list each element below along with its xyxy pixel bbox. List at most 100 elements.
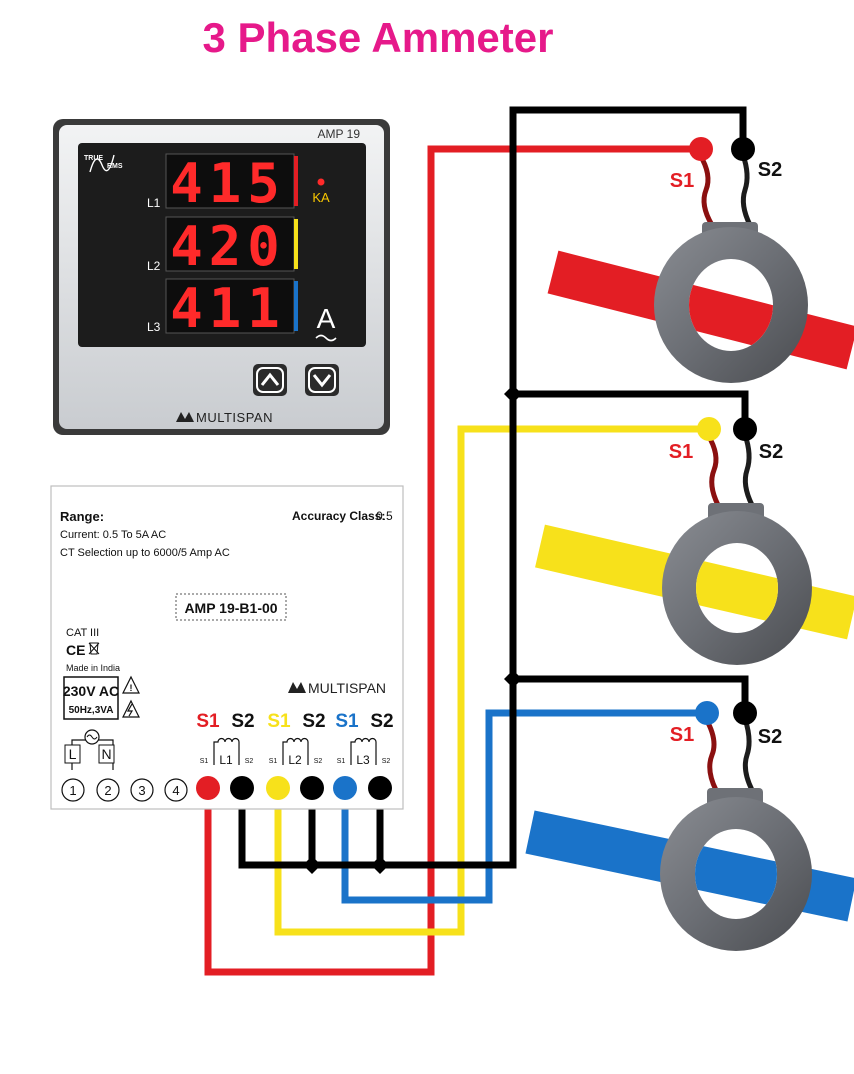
s2-label-l1: S2: [231, 711, 254, 732]
accuracy-value: 0.5: [376, 509, 393, 523]
svg-text:L3: L3: [147, 320, 161, 334]
down-button[interactable]: [305, 364, 339, 396]
ac-source-icon: [86, 734, 98, 740]
ac-tilde-icon: [315, 334, 337, 342]
svg-text:4: 4: [172, 783, 179, 798]
phase-bar-l1: [294, 156, 298, 206]
supply-voltage: 230V AC: [63, 683, 119, 699]
junction: [504, 670, 522, 688]
black-common-wire: [238, 106, 747, 869]
ct3-s2-terminal: [733, 701, 757, 725]
ct1-s2-label: S2: [758, 159, 782, 181]
reading-l1: 415: [170, 152, 286, 215]
ct2-s2-terminal: [733, 417, 757, 441]
ct1-s2-terminal: [731, 137, 755, 161]
true-rms-badge: TRUE RMS: [84, 154, 123, 173]
ka-led-icon: [317, 178, 325, 186]
supply-terminal-symbol: L N: [64, 729, 115, 770]
voltage-box: [63, 676, 119, 720]
ct3-s2-label: S2: [758, 726, 782, 748]
svg-text:N: N: [101, 746, 111, 762]
meter-model: AMP 19: [318, 127, 361, 141]
svg-text:S2: S2: [245, 758, 254, 765]
ce-mark: CE: [66, 642, 85, 658]
svg-text:1: 1: [69, 783, 76, 798]
terminal-s2-l1: [230, 776, 254, 800]
ct1-s1-label: S1: [670, 170, 694, 192]
warning-icon: [122, 675, 140, 694]
chevron-down-icon: [312, 374, 332, 388]
accuracy-label: Accuracy Class:: [292, 509, 385, 523]
terminal-1: 1: [61, 778, 85, 802]
s2-label-l2: S2: [302, 711, 325, 732]
unit-label: A: [317, 303, 336, 334]
up-button[interactable]: [253, 364, 287, 396]
lead-wire: [705, 433, 721, 507]
ct-terminal-group-l1: S1 S2 S1 L1 S2: [196, 711, 254, 767]
ct2-s1-label: S1: [669, 441, 693, 463]
svg-text:2: 2: [104, 783, 111, 798]
svg-text:RMS: RMS: [107, 163, 123, 170]
supply-power: 50Hz,3VA: [69, 705, 114, 716]
coil-icon: [213, 737, 240, 765]
display-row-l1: L1 415: [147, 152, 298, 215]
diagram-title: 3 Phase Ammeter: [203, 14, 554, 61]
lead-wire: [703, 717, 719, 792]
junction: [303, 856, 321, 874]
ct2-s1-terminal: [697, 417, 721, 441]
lead-wire: [697, 153, 715, 227]
lead-wire: [740, 154, 753, 227]
s1-label-l1: S1: [196, 711, 220, 732]
range-heading: Range:: [60, 509, 104, 524]
phase-bar-l3: [294, 281, 298, 331]
terminal-2: 2: [96, 778, 120, 802]
phase-bar-l2: [294, 219, 298, 269]
chevron-up-icon: [260, 372, 280, 386]
svg-text:L: L: [69, 746, 77, 762]
current-transformer-2: S1 S2: [535, 417, 854, 665]
terminal-s1-l1: [196, 776, 220, 800]
ct-terminal-group-l2: S1 S2 S1 L2 S2: [267, 711, 325, 767]
yellow-wire: [274, 425, 708, 936]
ct3-s1-label: S1: [670, 724, 694, 746]
label-plate: Range: Current: 0.5 To 5A AC CT Selectio…: [50, 485, 404, 810]
weee-bin-icon: [88, 642, 100, 655]
svg-text:L1: L1: [147, 196, 161, 210]
svg-text:L2: L2: [147, 259, 161, 273]
svg-text:L2: L2: [288, 753, 302, 767]
svg-text:S2: S2: [382, 758, 391, 765]
lead-wire: [742, 434, 755, 507]
junction: [371, 856, 389, 874]
svg-text:S1: S1: [337, 758, 346, 765]
cat-rating: CAT III: [66, 627, 99, 639]
current-transformer-3: S1 S2: [525, 701, 854, 951]
terminal-s2-l2: [300, 776, 324, 800]
meter-brand: MULTISPAN: [196, 410, 273, 425]
warning-mark: !: [130, 683, 133, 693]
svg-text:3: 3: [138, 783, 145, 798]
coil-icon: [282, 737, 309, 765]
ct-terminal-group-l3: S1 S2 S1 L3 S2: [335, 711, 393, 767]
s1-label-l3: S1: [335, 711, 359, 732]
ammeter-front: AMP 19 TRUE RMS L1 415 L2 420 L3 411 KA: [53, 119, 390, 435]
junction: [504, 385, 522, 403]
s2-label-l3: S2: [370, 711, 393, 732]
terminal-s1-l3: [333, 776, 357, 800]
s1-label-l2: S1: [267, 711, 291, 732]
current-range: Current: 0.5 To 5A AC: [60, 529, 166, 541]
svg-text:S1: S1: [269, 758, 278, 765]
terminal-dots: [196, 776, 392, 800]
svg-text:L3: L3: [356, 753, 370, 767]
terminal-s2-l3: [368, 776, 392, 800]
shock-hazard-icon: [122, 699, 140, 718]
terminal-s1-l2: [266, 776, 290, 800]
ct-selection: CT Selection up to 6000/5 Amp AC: [60, 547, 230, 559]
ct3-s1-terminal: [695, 701, 719, 725]
reading-l3: 411: [170, 277, 286, 340]
reading-l2: 420: [170, 215, 286, 278]
terminal-3: 3: [130, 778, 154, 802]
ct2-s2-label: S2: [759, 441, 783, 463]
display-row-l3: L3 411: [147, 277, 298, 340]
plate-brand: MULTISPAN: [308, 680, 386, 696]
